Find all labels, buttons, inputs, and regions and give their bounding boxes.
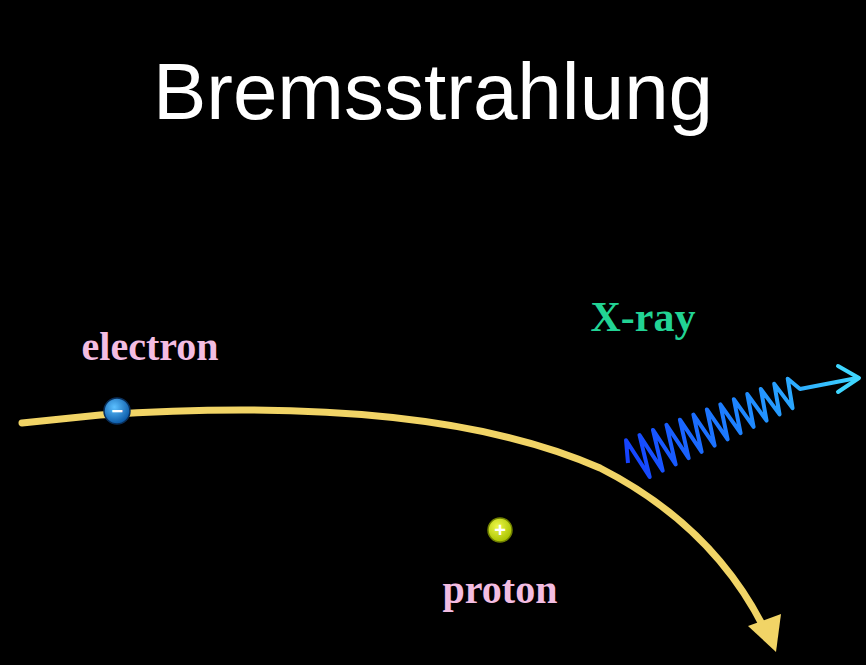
diagram-title: Bremsstrahlung [0,48,866,136]
emission-label: X-ray [591,296,696,338]
proton-particle: proton+ [487,517,513,543]
xray-arrowhead [838,366,859,392]
xray-wave [626,378,857,477]
particle-label: electron [82,327,219,367]
electron-particle: electron− [103,397,131,425]
particle-body [104,398,130,424]
charge-sign: − [103,397,131,425]
trajectory-arrowhead [748,614,781,652]
trajectory-path [22,410,764,628]
particle-body [488,518,512,542]
particle-label: proton [443,570,558,610]
charge-sign: + [487,517,513,543]
